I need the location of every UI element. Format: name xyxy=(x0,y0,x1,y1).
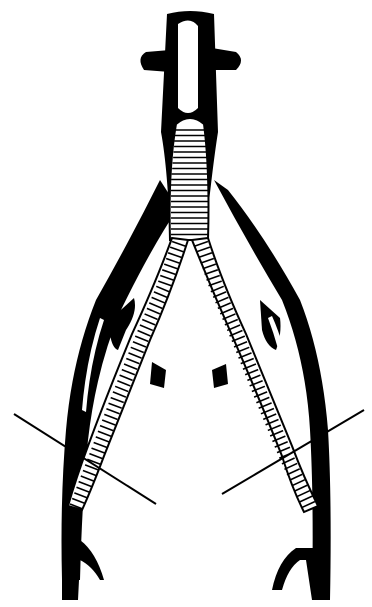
aorta-lumen-highlight xyxy=(178,20,198,113)
left-internal-iliac-stub xyxy=(150,362,166,388)
right-renal-stub xyxy=(212,48,241,70)
right-iliac-artery xyxy=(214,180,331,600)
right-distal-branch xyxy=(272,548,322,600)
left-renal-stub xyxy=(140,50,170,72)
right-internal-iliac-stub xyxy=(212,364,228,388)
